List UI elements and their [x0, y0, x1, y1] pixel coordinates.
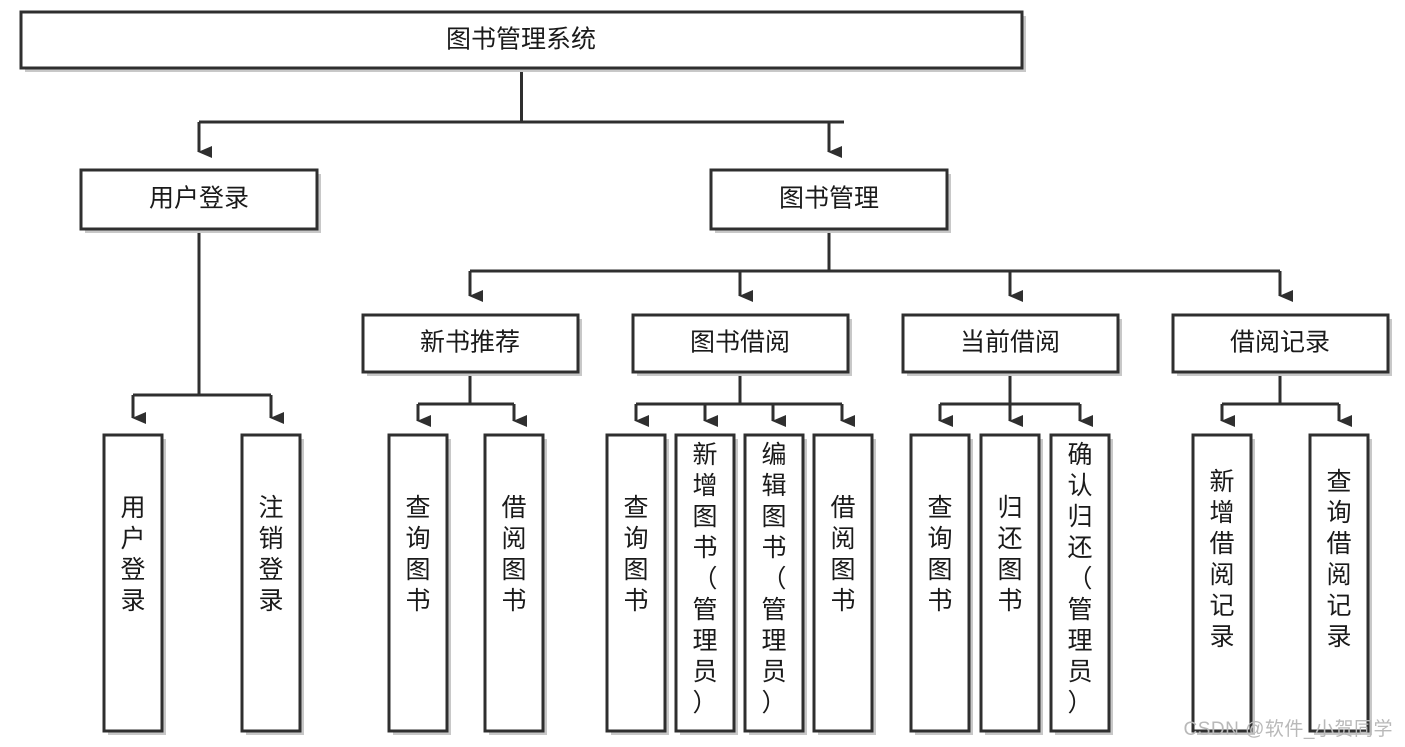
node-leaf-query-book-1[interactable]: 查询图书: [387, 433, 451, 735]
node-leaf-query-book-2[interactable]: 查询图书: [605, 433, 669, 735]
node-borrow-record[interactable]: 借阅记录: [1171, 313, 1392, 376]
csdn-watermark: CSDN @软件_小贺同学: [1183, 719, 1393, 740]
node-leaf-borrow-book-2-label: 借阅图书: [830, 494, 855, 615]
node-leaf-add-record[interactable]: 新增借阅记录: [1191, 433, 1255, 735]
node-leaf-return-book-label: 归还图书: [997, 494, 1022, 615]
connector-group-book-manage: [468, 233, 1293, 302]
connector-group-current-borrow: [938, 376, 1093, 427]
node-book-borrow-label: 图书借阅: [690, 329, 790, 357]
node-book-manage-label: 图书管理: [779, 185, 879, 213]
node-book-borrow[interactable]: 图书借阅: [631, 313, 852, 376]
node-borrow-record-label: 借阅记录: [1230, 329, 1330, 357]
node-leaf-add-record-label: 新增借阅记录: [1209, 468, 1234, 651]
node-leaf-edit-book[interactable]: 编辑图书（管理员）: [743, 433, 807, 735]
node-root[interactable]: 图书管理系统: [19, 10, 1026, 72]
node-leaf-query-book-3[interactable]: 查询图书: [909, 433, 973, 735]
connector-group-book-borrow: [634, 376, 855, 427]
node-user-login[interactable]: 用户登录: [79, 168, 321, 233]
connector-group-new-book-recommend: [416, 376, 527, 427]
node-root-label: 图书管理系统: [446, 26, 596, 54]
node-book-manage[interactable]: 图书管理: [709, 168, 951, 233]
node-leaf-query-record[interactable]: 查询借阅记录: [1308, 433, 1372, 735]
node-leaf-user-logout[interactable]: 注销登录: [240, 433, 304, 735]
node-leaf-add-book[interactable]: 新增图书（管理员）: [674, 433, 738, 735]
node-leaf-query-book-2-label: 查询图书: [623, 494, 648, 615]
connector-group-root: [197, 70, 844, 158]
node-leaf-confirm-return-label: 确认归还（管理员）: [1067, 441, 1092, 717]
node-leaf-query-record-label: 查询借阅记录: [1326, 468, 1351, 651]
node-leaf-borrow-book-1-label: 借阅图书: [501, 494, 526, 615]
node-leaf-query-book-3-label: 查询图书: [927, 494, 952, 615]
node-leaf-return-book[interactable]: 归还图书: [979, 433, 1043, 735]
connector-group-borrow-record: [1220, 376, 1352, 427]
node-leaf-query-book-1-label: 查询图书: [405, 494, 430, 615]
node-new-book-recommend-label: 新书推荐: [420, 329, 520, 357]
node-leaf-edit-book-label: 编辑图书（管理员）: [761, 441, 786, 717]
node-current-borrow[interactable]: 当前借阅: [901, 313, 1122, 376]
node-leaf-borrow-book-2[interactable]: 借阅图书: [812, 433, 876, 735]
node-leaf-user-login[interactable]: 用户登录: [102, 433, 166, 735]
connector-group-user-login: [131, 233, 284, 424]
node-leaf-borrow-book-1[interactable]: 借阅图书: [483, 433, 547, 735]
node-current-borrow-label: 当前借阅: [960, 329, 1060, 357]
node-leaf-user-login-label: 用户登录: [120, 494, 145, 615]
node-leaf-confirm-return[interactable]: 确认归还（管理员）: [1049, 433, 1113, 735]
node-leaf-user-logout-label: 注销登录: [258, 494, 283, 615]
node-new-book-recommend[interactable]: 新书推荐: [361, 313, 582, 376]
node-user-login-label: 用户登录: [149, 185, 249, 213]
node-leaf-add-book-label: 新增图书（管理员）: [692, 441, 717, 717]
